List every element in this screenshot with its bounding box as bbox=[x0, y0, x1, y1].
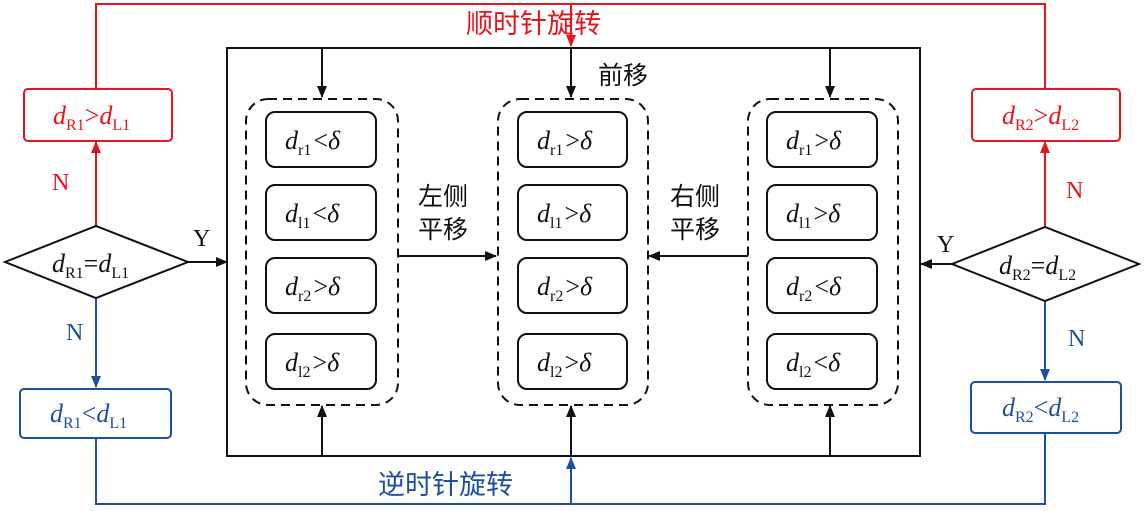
svg-text:dr1>δ: dr1>δ bbox=[537, 126, 593, 159]
svg-text:dr1>δ: dr1>δ bbox=[786, 126, 842, 159]
frame-bottom-arrows bbox=[317, 405, 835, 456]
no-label-left-red: N bbox=[52, 170, 69, 196]
svg-text:dR2<dL2: dR2<dL2 bbox=[1002, 393, 1079, 426]
svg-text:dr2>δ: dr2>δ bbox=[537, 272, 593, 305]
central-frame bbox=[226, 47, 921, 457]
cond-dr1-gt-delta: dr1>δ bbox=[517, 111, 628, 168]
svg-text:dR1=dL1: dR1=dL1 bbox=[52, 249, 129, 282]
cond-dl2-gt-delta-mid: dl2>δ bbox=[517, 333, 628, 390]
right-shift-label-1: 右侧 bbox=[670, 182, 720, 211]
ccw-rotate-label: 逆时针旋转 bbox=[378, 470, 513, 501]
cond-dr2-gt-delta: dr2>δ bbox=[265, 257, 377, 314]
svg-text:dl2>δ: dl2>δ bbox=[537, 348, 592, 381]
box-dr2-lt-dl2: dR2<dL2 bbox=[970, 381, 1122, 434]
svg-text:dl1>δ: dl1>δ bbox=[786, 199, 841, 232]
no-label-right-blue: N bbox=[1068, 326, 1085, 352]
no-label-right-red: N bbox=[1066, 178, 1083, 204]
cond-dl2-gt-delta: dl2>δ bbox=[265, 333, 377, 390]
cond-dr1-gt-delta-right: dr1>δ bbox=[766, 111, 878, 168]
cond-dl1-gt-delta-right: dl1>δ bbox=[766, 184, 878, 241]
svg-text:dR1<dL1: dR1<dL1 bbox=[50, 399, 127, 432]
decision-dr1-eq-dl1: dR1=dL1 bbox=[2, 224, 191, 300]
condition-group-right: dr1>δ dl1>δ dr2<δ dl2<δ bbox=[747, 98, 899, 406]
condition-group-left: dr1<δ dl1<δ dr2>δ dl2>δ bbox=[245, 98, 399, 406]
cond-dl1-lt-delta: dl1<δ bbox=[265, 184, 377, 241]
svg-text:dR2=dL2: dR2=dL2 bbox=[999, 251, 1076, 284]
condition-group-middle: dr1>δ dl1>δ dr2>δ dl2>δ bbox=[497, 98, 649, 406]
svg-text:dr2>δ: dr2>δ bbox=[285, 272, 341, 305]
left-shift-label-1: 左侧 bbox=[418, 182, 468, 211]
box-dr2-gt-dl2: dR2>dL2 bbox=[971, 88, 1121, 142]
ccw-rotation-path bbox=[91, 296, 1050, 505]
cond-dl1-gt-delta: dl1>δ bbox=[517, 184, 628, 241]
svg-text:dR2>dL2: dR2>dL2 bbox=[1002, 101, 1079, 134]
svg-text:dR1>dL1: dR1>dL1 bbox=[53, 101, 130, 134]
yes-label-left: Y bbox=[193, 226, 210, 252]
svg-text:dl1>δ: dl1>δ bbox=[537, 199, 592, 232]
cw-rotate-label: 顺时针旋转 bbox=[466, 9, 601, 40]
svg-text:dr2<δ: dr2<δ bbox=[786, 272, 842, 305]
cond-dl2-lt-delta: dl2<δ bbox=[766, 333, 878, 390]
cond-dr2-gt-delta-mid: dr2>δ bbox=[517, 257, 628, 314]
cw-rotation-path bbox=[91, 3, 1050, 226]
no-label-left-blue: N bbox=[66, 320, 83, 346]
yes-label-right: Y bbox=[937, 232, 954, 258]
svg-text:dr1<δ: dr1<δ bbox=[285, 126, 341, 159]
right-shift-label-2: 平移 bbox=[670, 215, 720, 244]
left-shift-label-2: 平移 bbox=[418, 215, 468, 244]
cond-dr1-lt-delta: dr1<δ bbox=[265, 111, 377, 168]
svg-text:dl2>δ: dl2>δ bbox=[285, 348, 340, 381]
svg-text:dl2<δ: dl2<δ bbox=[786, 348, 841, 381]
svg-text:dl1<δ: dl1<δ bbox=[285, 199, 340, 232]
box-dr1-lt-dl1: dR1<dL1 bbox=[19, 388, 172, 439]
frame-top-arrows bbox=[317, 48, 835, 98]
decision-dr2-eq-dl2: dR2=dL2 bbox=[949, 225, 1142, 303]
forward-label: 前移 bbox=[598, 61, 648, 90]
cond-dr2-lt-delta: dr2<δ bbox=[766, 257, 878, 314]
yes-arrows bbox=[188, 257, 952, 269]
box-dr1-gt-dl1: dR1>dL1 bbox=[23, 88, 173, 142]
